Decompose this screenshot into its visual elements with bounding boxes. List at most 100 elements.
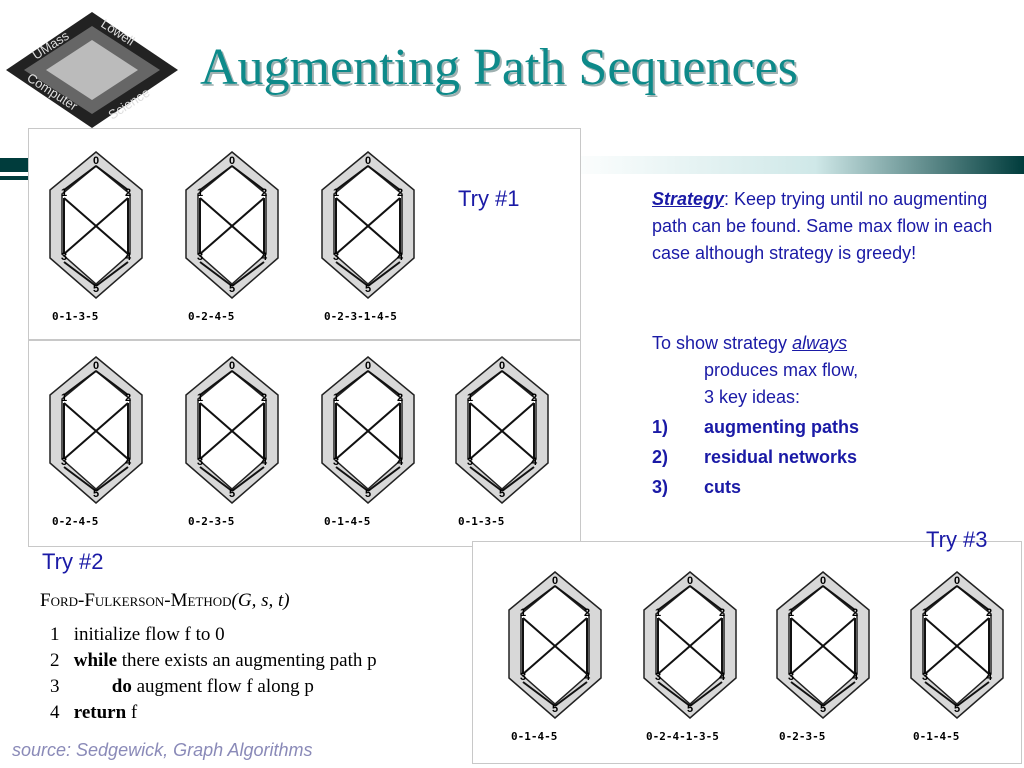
graph-node-label: 0 bbox=[93, 155, 99, 167]
graph-node-label: 5 bbox=[365, 488, 371, 500]
graph-edge bbox=[95, 370, 129, 396]
algo-keyword: while bbox=[73, 650, 118, 671]
graph-edge bbox=[924, 681, 958, 707]
strategy-keyword: Strategy bbox=[652, 189, 725, 209]
graph-node-label: 4 bbox=[261, 251, 268, 263]
graph-node-label: 4 bbox=[531, 456, 538, 468]
graph-node-label: 2 bbox=[397, 187, 403, 199]
try2-path-caption-2: 0-2-3-5 bbox=[188, 515, 235, 528]
graph-edge bbox=[522, 681, 556, 707]
graph-node-label: 3 bbox=[922, 671, 928, 683]
algo-args: (G, s, t) bbox=[231, 590, 290, 611]
algo-line-num: 2 bbox=[50, 650, 60, 671]
graph-node-label: 3 bbox=[61, 251, 67, 263]
graph-node-label: 3 bbox=[333, 251, 339, 263]
graph-node-label: 2 bbox=[397, 392, 403, 404]
graph-edge bbox=[522, 585, 556, 611]
try1-path-caption-1: 0-1-3-5 bbox=[52, 310, 99, 323]
graph-edge bbox=[199, 197, 265, 255]
graph-edge bbox=[335, 165, 369, 191]
show-strategy-text: To show strategy always produces max flo… bbox=[652, 330, 1012, 411]
graph-node-label: 1 bbox=[922, 607, 928, 619]
graph-edge bbox=[924, 585, 958, 611]
graph-node-label: 2 bbox=[584, 607, 590, 619]
graph-edge bbox=[657, 585, 691, 611]
header-accent-bar bbox=[0, 156, 1024, 180]
graph-node-label: 0 bbox=[229, 360, 235, 372]
graph-edge bbox=[790, 681, 824, 707]
graph-edge bbox=[199, 466, 233, 492]
graph-node-label: 5 bbox=[820, 703, 826, 715]
graph-node-label: 4 bbox=[397, 251, 404, 263]
try3-path-caption-1: 0-1-4-5 bbox=[511, 730, 558, 743]
graph-edge bbox=[501, 370, 535, 396]
graph-edge bbox=[199, 165, 233, 191]
try1-label: Try #1 bbox=[458, 186, 520, 211]
graph-node-label: 5 bbox=[365, 283, 371, 295]
algo-keyword: return bbox=[73, 702, 127, 723]
source-citation: source: Sedgewick, Graph Algorithms bbox=[12, 740, 313, 760]
graph-node-label: 0 bbox=[552, 575, 558, 587]
graph-edge bbox=[231, 261, 265, 287]
try2-path-caption-4: 0-1-3-5 bbox=[458, 515, 505, 528]
try3-path-caption-3: 0-2-3-5 bbox=[779, 730, 826, 743]
algo-line-text: augment flow f along p bbox=[131, 676, 314, 697]
graph-node-label: 2 bbox=[125, 187, 131, 199]
graph-edge bbox=[231, 370, 265, 396]
algo-line-num: 3 bbox=[50, 676, 60, 697]
graph-edge bbox=[95, 165, 129, 191]
algo-line-2: 2 while there exists an augmenting path … bbox=[50, 650, 377, 672]
graph-node-label: 4 bbox=[261, 456, 268, 468]
graph-node-label: 2 bbox=[852, 607, 858, 619]
graph-node-label: 3 bbox=[61, 456, 67, 468]
idea-3-num: 3) bbox=[652, 477, 669, 497]
graph-edge bbox=[501, 466, 535, 492]
graph-node-label: 0 bbox=[687, 575, 693, 587]
graph-node-label: 2 bbox=[261, 187, 267, 199]
graph-edge bbox=[367, 261, 401, 287]
algo-header: Ford-Fulkerson-Method(G, s, t) bbox=[40, 590, 290, 612]
graph-node-label: 5 bbox=[687, 703, 693, 715]
graph-node-label: 2 bbox=[261, 392, 267, 404]
graph-node-label: 0 bbox=[365, 155, 371, 167]
graph-edge bbox=[367, 370, 401, 396]
graph-edge bbox=[822, 681, 856, 707]
try2-path-caption-1: 0-2-4-5 bbox=[52, 515, 99, 528]
graph-node-label: 3 bbox=[197, 251, 203, 263]
graph-edge bbox=[367, 466, 401, 492]
try1-path-caption-3: 0-2-3-1-4-5 bbox=[324, 310, 397, 323]
graph-node-label: 3 bbox=[655, 671, 661, 683]
graph-node-label: 0 bbox=[499, 360, 505, 372]
algo-line-text: initialize flow f to 0 bbox=[73, 624, 225, 645]
graph-edge bbox=[956, 585, 990, 611]
idea-2-num: 2) bbox=[652, 447, 669, 467]
graph-edge bbox=[956, 681, 990, 707]
algo-line-text: f bbox=[126, 702, 138, 723]
algo-line-4: 4 return f bbox=[50, 702, 137, 724]
graph-node-label: 5 bbox=[954, 703, 960, 715]
graph-edge bbox=[469, 466, 503, 492]
graph-node-label: 1 bbox=[333, 392, 339, 404]
graph-node-label: 4 bbox=[125, 251, 132, 263]
graph-node-label: 5 bbox=[499, 488, 505, 500]
graph-edge bbox=[63, 402, 129, 460]
graph-node-label: 0 bbox=[820, 575, 826, 587]
graph-edge bbox=[689, 585, 723, 611]
graph-edge bbox=[95, 466, 129, 492]
show-rest1: produces max flow, bbox=[704, 360, 859, 380]
graph-node-label: 1 bbox=[467, 392, 473, 404]
graph-edge bbox=[335, 466, 369, 492]
graph-edge bbox=[657, 617, 723, 675]
graph-node-label: 1 bbox=[197, 392, 203, 404]
graph-edge bbox=[689, 681, 723, 707]
graph-node-label: 1 bbox=[61, 187, 67, 199]
graph-edge bbox=[63, 466, 97, 492]
algo-line-num: 1 bbox=[50, 624, 60, 645]
graph-edge bbox=[63, 370, 97, 396]
strategy-body: : Keep trying until no augmenting path c… bbox=[652, 189, 993, 263]
